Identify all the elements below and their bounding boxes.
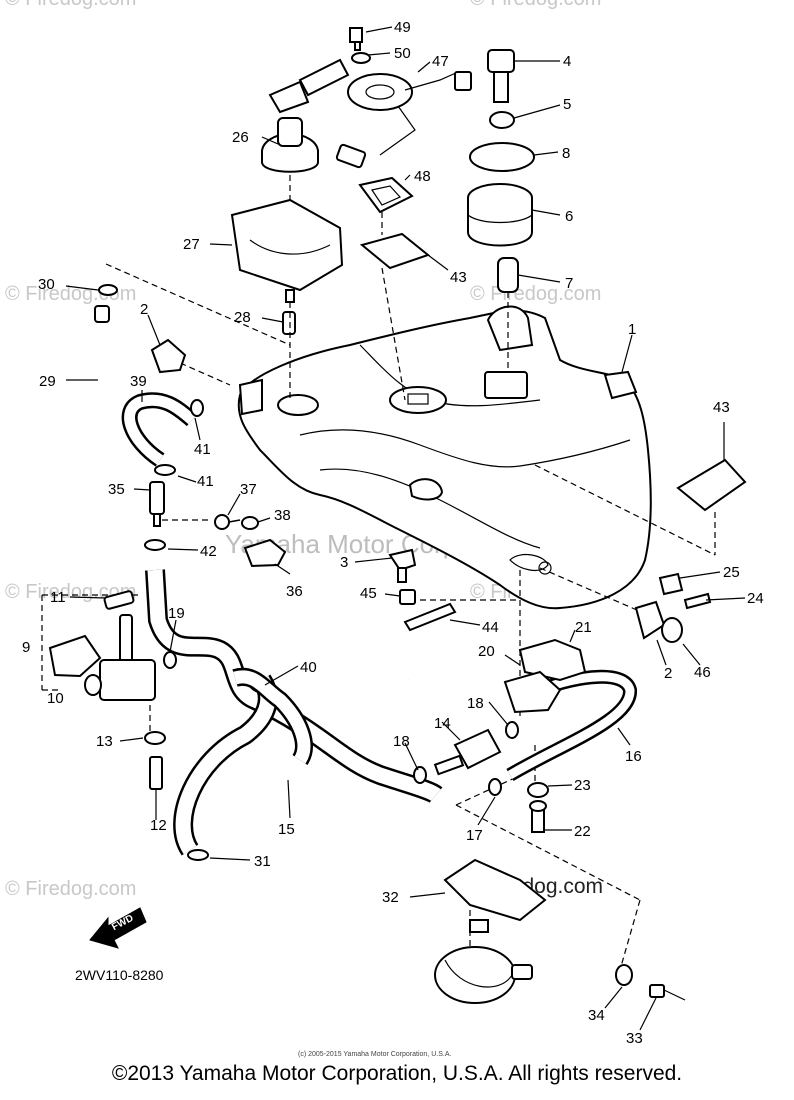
callout-18: 18 <box>393 733 410 750</box>
fuel-tank <box>237 305 652 610</box>
callout-14: 14 <box>434 715 451 732</box>
callout-6: 6 <box>565 208 573 225</box>
callout-4: 4 <box>563 53 571 70</box>
callout-5: 5 <box>563 96 571 113</box>
callout-20: 20 <box>478 643 495 660</box>
copyright-footer: ©2013 Yamaha Motor Corporation, U.S.A. A… <box>111 1062 683 1085</box>
callout-27: 27 <box>183 236 200 253</box>
callout-49: 49 <box>394 19 411 36</box>
callout-10: 10 <box>47 690 64 707</box>
callout-17: 17 <box>466 827 483 844</box>
callout-37: 37 <box>240 481 257 498</box>
callout-44: 44 <box>482 619 499 636</box>
callout-11: 11 <box>50 589 66 606</box>
small-credit: (c) 2005-2015 Yamaha Motor Corporation, … <box>298 1051 451 1058</box>
callout-12: 12 <box>150 817 167 834</box>
callout-22: 22 <box>574 823 591 840</box>
callout-19: 19 <box>168 605 185 622</box>
callout-36: 36 <box>286 583 303 600</box>
callout-45: 45 <box>360 585 377 602</box>
callout-34: 34 <box>588 1007 605 1024</box>
callout-7: 7 <box>565 275 573 292</box>
callout-32: 32 <box>382 889 399 906</box>
callout-numbers: 49 50 47 4 5 8 26 48 6 27 43 7 30 28 2 1… <box>22 19 764 1047</box>
callout-50: 50 <box>394 45 411 62</box>
callout-28: 28 <box>234 309 251 326</box>
watermark-firedog: © Firedog.com <box>470 283 601 305</box>
watermark-firedog: © Firedog.com <box>5 878 136 900</box>
callout-13: 13 <box>96 733 113 750</box>
callout-24: 24 <box>747 590 764 607</box>
watermark-firedog: © Firedog.com <box>5 0 136 10</box>
fwd-arrow-icon <box>89 907 147 949</box>
callout-2: 2 <box>664 665 672 682</box>
callout-31: 31 <box>254 853 271 870</box>
callout-18: 18 <box>467 695 484 712</box>
fuel-hoses <box>48 284 712 1004</box>
callout-15: 15 <box>278 821 295 838</box>
callout-38: 38 <box>274 507 291 524</box>
callout-39: 39 <box>130 373 147 390</box>
callout-43: 43 <box>713 399 730 416</box>
callout-43: 43 <box>450 269 467 286</box>
callout-25: 25 <box>723 564 740 581</box>
watermark-firedog: © Firedog.com <box>470 0 601 10</box>
callout-40: 40 <box>300 659 317 676</box>
callout-47: 47 <box>432 53 449 70</box>
callout-26: 26 <box>232 129 249 146</box>
callout-29: 29 <box>39 373 56 390</box>
callout-42: 42 <box>200 543 217 560</box>
callout-8: 8 <box>562 145 570 162</box>
callout-41: 41 <box>194 441 211 458</box>
callout-48: 48 <box>414 168 431 185</box>
callout-2: 2 <box>140 301 148 318</box>
callout-16: 16 <box>625 748 642 765</box>
callout-21: 21 <box>575 619 592 636</box>
callout-23: 23 <box>574 777 591 794</box>
callout-33: 33 <box>626 1030 643 1047</box>
callout-30: 30 <box>38 276 55 293</box>
callout-3: 3 <box>340 554 348 571</box>
callout-41: 41 <box>197 473 214 490</box>
callout-9: 9 <box>22 639 30 656</box>
callout-46: 46 <box>694 664 711 681</box>
leader-lines <box>65 26 746 1031</box>
pad-right <box>676 458 747 512</box>
callout-1: 1 <box>628 321 636 338</box>
fuel-cap-assembly <box>230 27 535 335</box>
callout-35: 35 <box>108 481 125 498</box>
diagram-code: 2WV110-8280 <box>75 967 164 983</box>
